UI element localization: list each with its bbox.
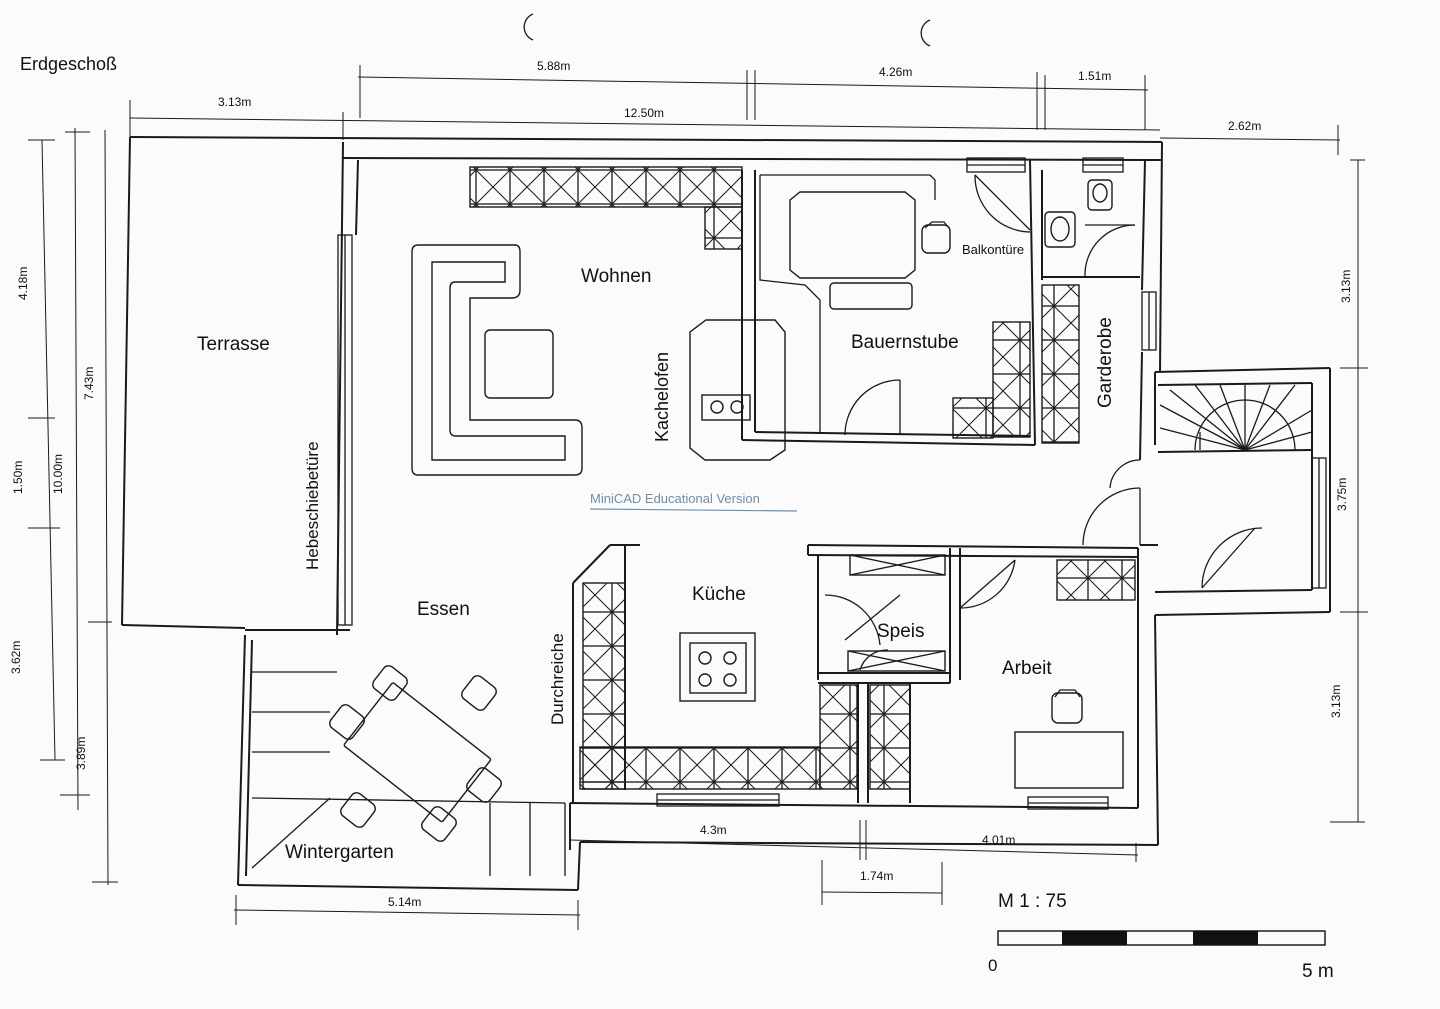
room-wohnen: Wohnen [581,266,651,287]
dim-43: 4.3m [700,823,727,837]
room-kueche: Küche [692,584,746,605]
dim-313-right-lower: 3.13m [1329,685,1343,718]
furniture [329,174,1124,842]
scale-start: 0 [988,956,997,975]
room-wintergarten: Wintergarten [285,842,394,863]
dim-375: 3.75m [1335,478,1349,511]
room-speis: Speis [877,621,925,642]
dim-514: 5.14m [388,895,421,909]
scale-ratio: M 1 : 75 [998,891,1067,912]
dim-743: 7.43m [82,367,96,400]
label-balkontuere: Balkontüre [962,242,1024,257]
dim-401: 4.01m [982,833,1015,847]
dim-588: 5.88m [537,59,570,73]
dim-362: 3.62m [9,641,23,674]
cabinets [469,166,1136,790]
room-bauernstube: Bauernstube [851,332,959,353]
room-arbeit: Arbeit [1002,658,1052,679]
doors [824,174,1263,671]
dim-1250: 12.50m [624,106,664,120]
dim-174: 1.74m [860,869,893,883]
dimension-lines [28,65,1368,930]
room-terrasse: Terrasse [197,334,270,355]
watermark-underline [589,508,798,512]
label-kachelofen: Kachelofen [652,352,672,442]
stairs [1159,384,1313,451]
room-essen: Essen [417,599,470,620]
room-garderobe: Garderobe [1095,317,1116,408]
dim-151: 1.51m [1078,69,1111,83]
dim-1000: 10.00m [51,454,65,494]
binder-holes [523,13,931,47]
watermark-text: MiniCAD Educational Version [590,491,760,506]
windows [337,157,1327,810]
label-durchreiche: Durchreiche [548,633,567,725]
dim-262: 2.62m [1228,119,1261,133]
scale-bar [997,930,1326,946]
dim-313-right-upper: 3.13m [1339,270,1353,303]
label-hebeschiebetuere: Hebeschiebetüre [303,441,322,570]
dim-418: 4.18m [16,267,30,300]
dim-389: 3.89m [74,737,88,770]
dim-426: 4.26m [879,65,912,79]
scale-end: 5 m [1302,961,1334,982]
dim-150: 1.50m [11,461,25,494]
plan-title: Erdgeschoß [20,54,117,74]
dim-313-top: 3.13m [218,95,251,109]
wintergarten-steps [251,671,566,876]
